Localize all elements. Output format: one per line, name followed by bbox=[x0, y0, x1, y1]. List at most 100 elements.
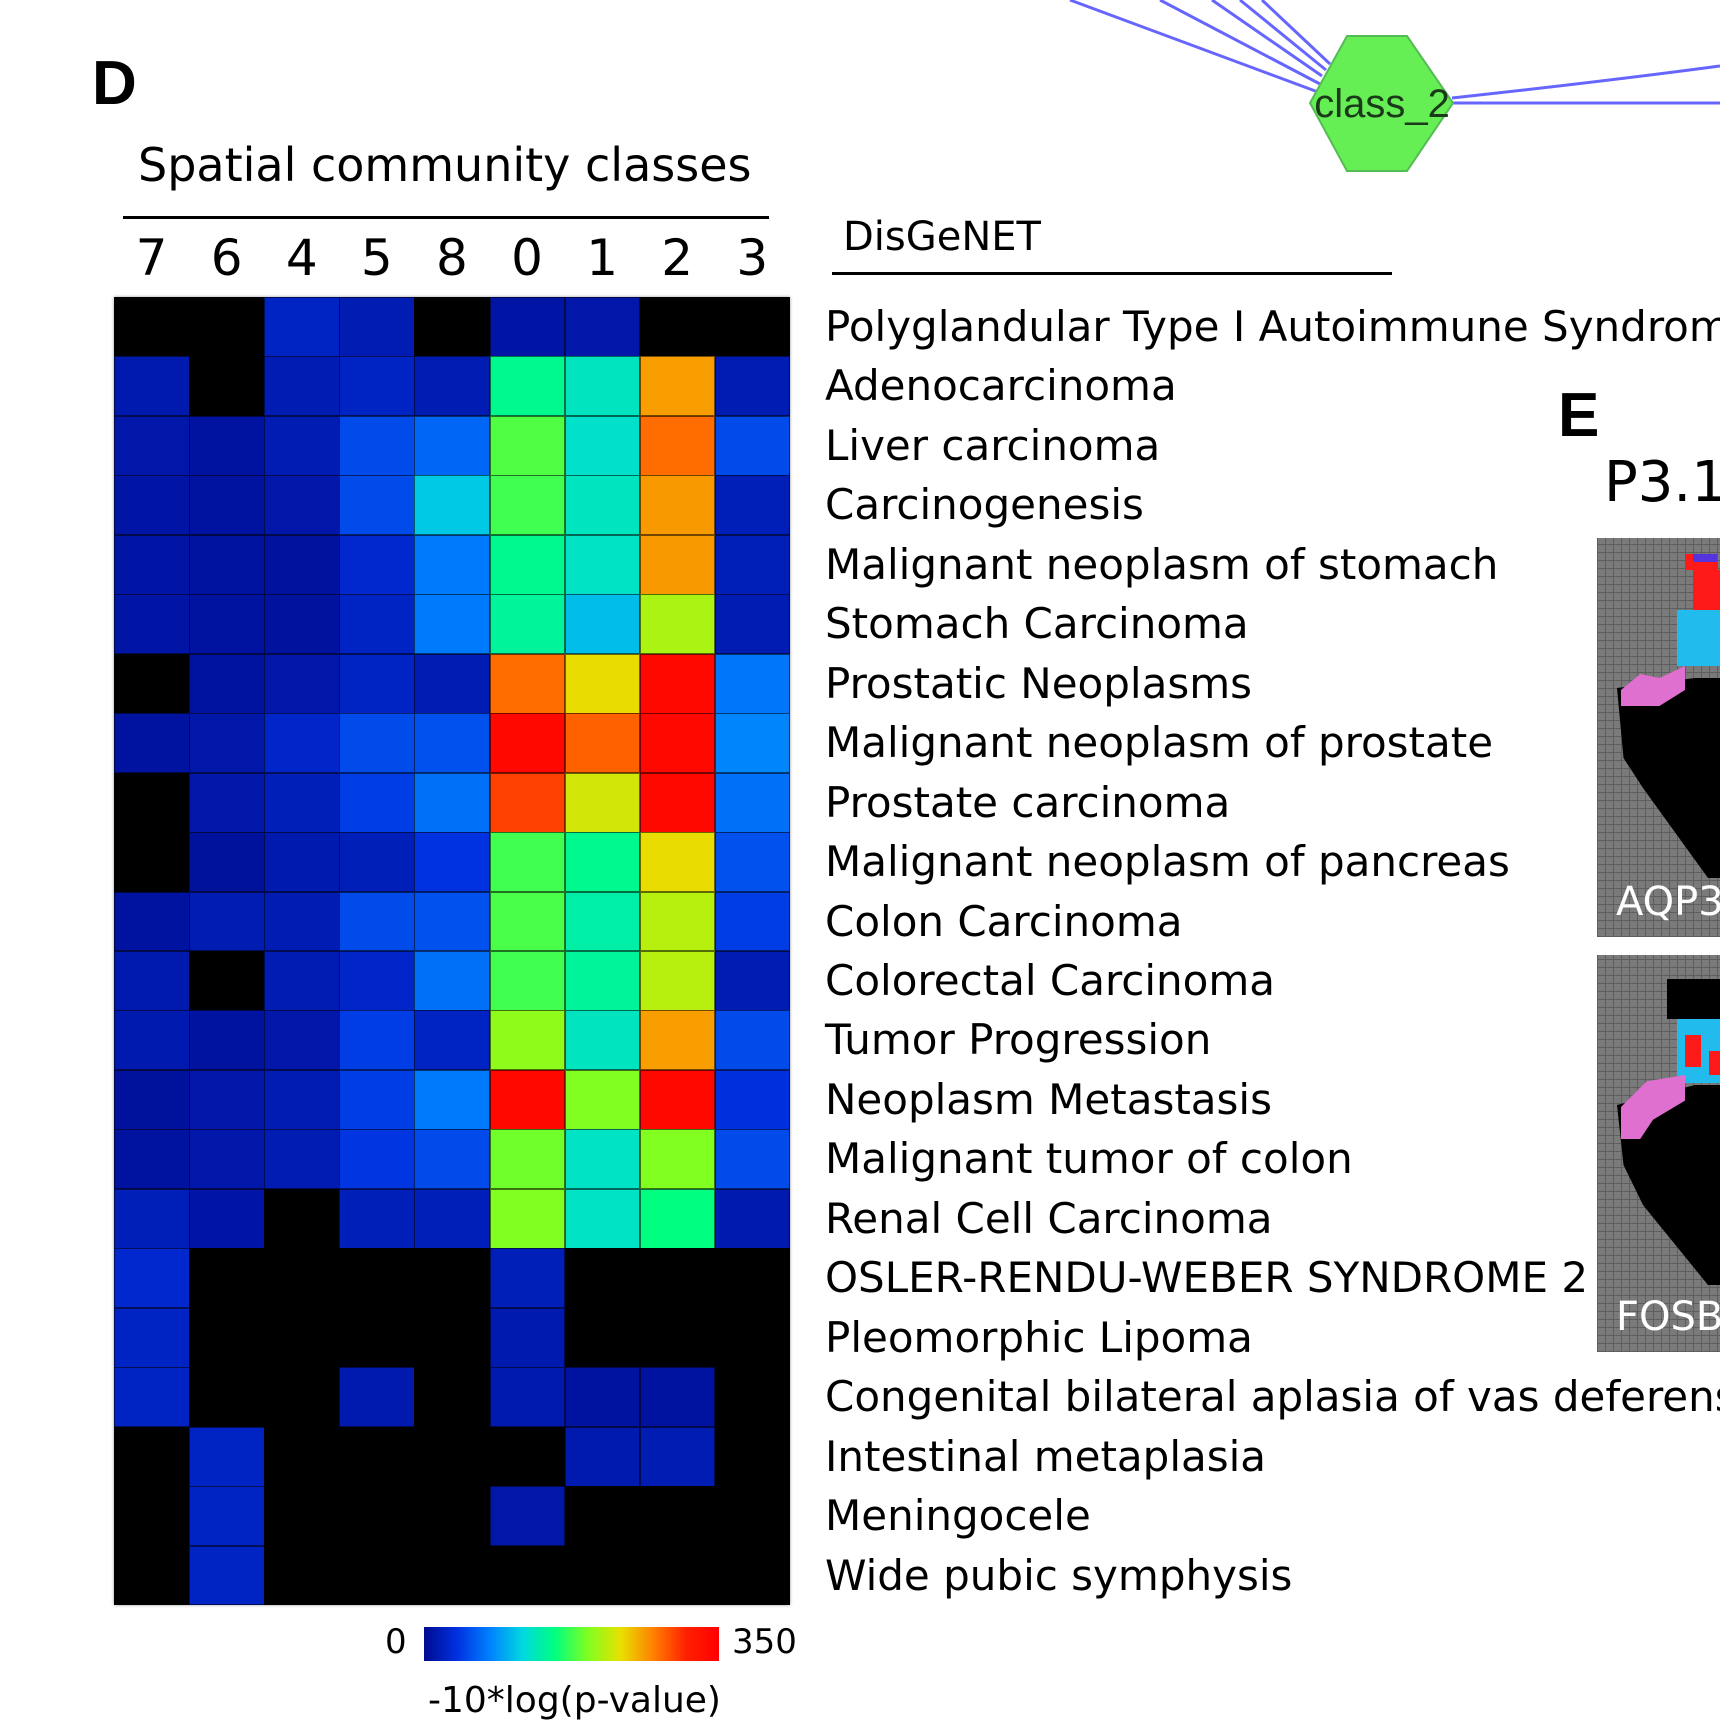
heatmap-cell bbox=[639, 1545, 716, 1606]
heatmap-cell bbox=[714, 1545, 791, 1606]
heatmap-cell bbox=[114, 1069, 190, 1130]
heatmap-cell bbox=[414, 415, 491, 476]
heatmap-cell bbox=[714, 415, 791, 476]
heatmap-cell bbox=[714, 1129, 791, 1190]
row-group-underline bbox=[832, 272, 1392, 275]
heatmap-cell bbox=[264, 475, 340, 536]
column-label: 5 bbox=[360, 229, 393, 287]
heatmap-cell bbox=[639, 891, 716, 952]
heatmap-cell bbox=[489, 891, 566, 952]
row-label: Tumor Progression bbox=[825, 1015, 1212, 1065]
heatmap-cell bbox=[339, 1426, 415, 1487]
heatmap-cell bbox=[189, 1010, 265, 1071]
heatmap-cell bbox=[564, 891, 641, 952]
heatmap-cell bbox=[114, 594, 190, 655]
heatmap-cell bbox=[639, 653, 716, 714]
heatmap-cell bbox=[564, 356, 641, 417]
heatmap-cell bbox=[114, 1367, 190, 1428]
row-label: Congenital bilateral aplasia of vas defe… bbox=[825, 1372, 1720, 1422]
heatmap-cell bbox=[564, 534, 641, 595]
heatmap-cell bbox=[339, 1069, 415, 1130]
heatmap-cell bbox=[114, 713, 190, 774]
heatmap-cell bbox=[489, 297, 566, 357]
column-label: 3 bbox=[736, 229, 769, 287]
row-label: Liver carcinoma bbox=[825, 420, 1161, 470]
row-label: Colon Carcinoma bbox=[825, 896, 1183, 946]
heatmap-cell bbox=[714, 1248, 791, 1309]
heatmap-cell bbox=[189, 1129, 265, 1190]
row-label: Malignant neoplasm of stomach bbox=[825, 539, 1499, 589]
heatmap-cell bbox=[114, 891, 190, 952]
heatmap-cell bbox=[639, 832, 716, 893]
heatmap-cell bbox=[339, 594, 415, 655]
heatmap-cell bbox=[264, 951, 340, 1011]
heatmap-cell bbox=[114, 1486, 190, 1547]
heatmap-cell bbox=[114, 772, 190, 833]
class-node-hexagon bbox=[1308, 35, 1455, 172]
heatmap-cell bbox=[264, 1010, 340, 1071]
heatmap-cell bbox=[714, 832, 791, 893]
heatmap-cell bbox=[489, 653, 566, 714]
heatmap-cell bbox=[189, 1069, 265, 1130]
heatmap-cell bbox=[564, 653, 641, 714]
heatmap-cell bbox=[114, 653, 190, 714]
heatmap-cell bbox=[414, 475, 491, 536]
heatmap-cell bbox=[264, 891, 340, 952]
heatmap-cell bbox=[339, 1129, 415, 1190]
heatmap-cell bbox=[264, 1188, 340, 1249]
heatmap-cell bbox=[564, 1367, 641, 1428]
row-label: Renal Cell Carcinoma bbox=[825, 1193, 1273, 1243]
heatmap-cell bbox=[414, 1248, 491, 1309]
heatmap-cell bbox=[414, 1307, 491, 1368]
heatmap-cell bbox=[414, 297, 491, 357]
heatmap-cell bbox=[114, 1426, 190, 1487]
heatmap-cell bbox=[714, 1307, 791, 1368]
heatmap-cell bbox=[639, 594, 716, 655]
heatmap-cell bbox=[714, 1069, 791, 1130]
network-graph: class_2 bbox=[1069, 0, 1720, 172]
heatmap-cell bbox=[339, 653, 415, 714]
heatmap-cell bbox=[114, 1188, 190, 1249]
heatmap-cell bbox=[189, 951, 265, 1011]
row-label: Pleomorphic Lipoma bbox=[825, 1312, 1253, 1362]
heatmap-cell bbox=[714, 1188, 791, 1249]
heatmap-cell bbox=[489, 713, 566, 774]
heatmap-cell bbox=[714, 951, 791, 1011]
heatmap-cell bbox=[564, 1486, 641, 1547]
heatmap-cell bbox=[489, 1188, 566, 1249]
heatmap-cell bbox=[714, 297, 791, 357]
heatmap-cell bbox=[564, 1129, 641, 1190]
column-label: 1 bbox=[586, 229, 619, 287]
tissue-gene-label: FOSB bbox=[1616, 1294, 1720, 1340]
heatmap-cell bbox=[189, 297, 265, 357]
panel-e-title: P3.1 bbox=[1604, 450, 1720, 515]
heatmap-cell bbox=[414, 1069, 491, 1130]
heatmap-cell bbox=[414, 1129, 491, 1190]
tissue-spot bbox=[1677, 610, 1720, 666]
heatmap-cell bbox=[189, 534, 265, 595]
row-label: Meningocele bbox=[825, 1491, 1091, 1541]
heatmap-cell bbox=[489, 832, 566, 893]
heatmap-cell bbox=[489, 1367, 566, 1428]
row-label: Colorectal Carcinoma bbox=[825, 956, 1276, 1005]
heatmap-cell bbox=[564, 713, 641, 774]
heatmap-cell bbox=[264, 1367, 340, 1428]
row-label: Neoplasm Metastasis bbox=[825, 1074, 1272, 1124]
row-label: Prostate carcinoma bbox=[825, 777, 1231, 827]
heatmap-cell bbox=[714, 594, 791, 655]
heatmap-cell bbox=[564, 1010, 641, 1071]
heatmap-cell bbox=[489, 356, 566, 417]
heatmap-cell bbox=[639, 951, 716, 1011]
heatmap-cell bbox=[639, 1129, 716, 1190]
heatmap-cell bbox=[339, 415, 415, 476]
row-label: Adenocarcinoma bbox=[825, 361, 1177, 411]
heatmap-cell bbox=[339, 1010, 415, 1071]
heatmap-cell bbox=[414, 891, 491, 952]
heatmap-cell bbox=[489, 415, 566, 476]
heatmap-cell bbox=[264, 1486, 340, 1547]
heatmap-cell bbox=[639, 772, 716, 833]
row-label: Intestinal metaplasia bbox=[825, 1431, 1267, 1481]
column-label: 2 bbox=[661, 229, 694, 287]
colorbar-min-label: 0 bbox=[385, 1622, 407, 1662]
heatmap-cell bbox=[114, 356, 190, 417]
